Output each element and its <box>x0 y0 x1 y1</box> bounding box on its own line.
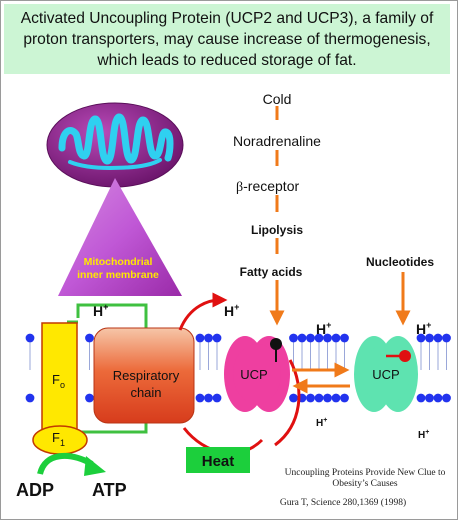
lipid-head <box>289 393 298 403</box>
zoom-triangle <box>58 178 182 296</box>
svg-text:β-receptor: β-receptor <box>236 178 299 195</box>
caption-banner: Activated Uncoupling Protein (UCP2 and U… <box>4 4 450 74</box>
lipid-head <box>442 393 451 403</box>
ucp-right <box>354 336 418 412</box>
fo-label: Fo <box>52 372 65 390</box>
label-nucleotides: Nucleotides <box>366 255 434 269</box>
lipid-head <box>442 333 451 343</box>
beta-symbol: β <box>236 180 243 195</box>
heat-label: Heat <box>202 453 235 470</box>
fatty-acid-binding-site <box>270 338 282 350</box>
signal-pathway <box>269 106 411 326</box>
lipid-head <box>340 393 349 403</box>
lipid-head <box>331 393 341 403</box>
lipid-head <box>433 333 443 343</box>
ucp-right-label: UCP <box>372 367 399 382</box>
adp-label: ADP <box>16 480 54 500</box>
mitochondrion-icon <box>46 102 184 188</box>
lipid-head <box>306 333 315 343</box>
lipid-head <box>25 333 35 343</box>
lipid-head <box>416 393 426 403</box>
lipid-head <box>433 393 443 403</box>
mito-label-line2: inner membrane <box>77 269 159 281</box>
lipid-head <box>306 393 315 403</box>
proton-top-right: H+ <box>416 320 431 337</box>
resp-label-line2: chain <box>130 385 161 400</box>
lipid-head <box>314 393 324 403</box>
lipid-head <box>195 393 205 403</box>
lipid-head <box>323 333 332 343</box>
label-beta-receptor: β-receptor <box>236 178 299 195</box>
ucp-left-label: UCP <box>240 367 267 382</box>
lipid-head <box>425 393 434 403</box>
lipid-head <box>340 333 349 343</box>
lipid-head <box>212 393 222 403</box>
lipid-head <box>289 333 298 343</box>
proton-bottom-right: H+ <box>418 429 429 441</box>
adp-atp-arrowhead <box>84 456 106 476</box>
lipid-head <box>323 393 332 403</box>
lipid-head <box>425 333 434 343</box>
proton-fo: H+ <box>93 302 108 319</box>
mito-label-line1: Mitochondrial <box>84 256 153 268</box>
label-cold: Cold <box>263 91 292 107</box>
respiratory-chain <box>93 327 195 424</box>
lipid-head <box>204 393 213 403</box>
lipid-head <box>85 333 94 343</box>
atp-label: ATP <box>92 480 127 500</box>
lipid-head <box>85 393 94 403</box>
lipid-head <box>25 393 35 403</box>
caption-text: Activated Uncoupling Protein (UCP2 and U… <box>20 9 434 69</box>
label-noradrenaline: Noradrenaline <box>233 133 321 149</box>
lipid-head <box>297 333 307 343</box>
receptor-text: -receptor <box>243 178 299 194</box>
proton-resp: H+ <box>224 302 239 319</box>
citation-line1: Uncoupling Proteins Provide New Clue to <box>284 468 446 478</box>
citation-line2: Obesity’s Causes <box>332 479 398 489</box>
proton-top-middle: H+ <box>316 320 331 337</box>
label-lipolysis: Lipolysis <box>251 223 303 237</box>
nucleotide-binding-site <box>399 350 411 362</box>
f1-label: F1 <box>52 430 65 448</box>
lipid-head <box>195 333 205 343</box>
proton-labels: H+ H+ H+ H+ H+ H+ <box>93 302 431 441</box>
resp-label-line1: Respiratory <box>113 368 180 383</box>
lipid-head <box>331 333 341 343</box>
lipid-head <box>314 333 324 343</box>
fo-subunit <box>41 322 78 434</box>
adp-atp-arrow <box>37 452 94 475</box>
ucp-left <box>224 336 290 412</box>
heat-box <box>186 447 250 473</box>
lipid-head <box>416 333 426 343</box>
lipid-head <box>212 333 222 343</box>
lipid-head <box>204 333 213 343</box>
citation-line3: Gura T, Science 280,1369 (1998) <box>279 498 407 508</box>
proton-bottom-middle: H+ <box>316 417 327 429</box>
equilibrium-arrows <box>292 362 350 394</box>
label-fatty-acids: Fatty acids <box>240 265 303 279</box>
